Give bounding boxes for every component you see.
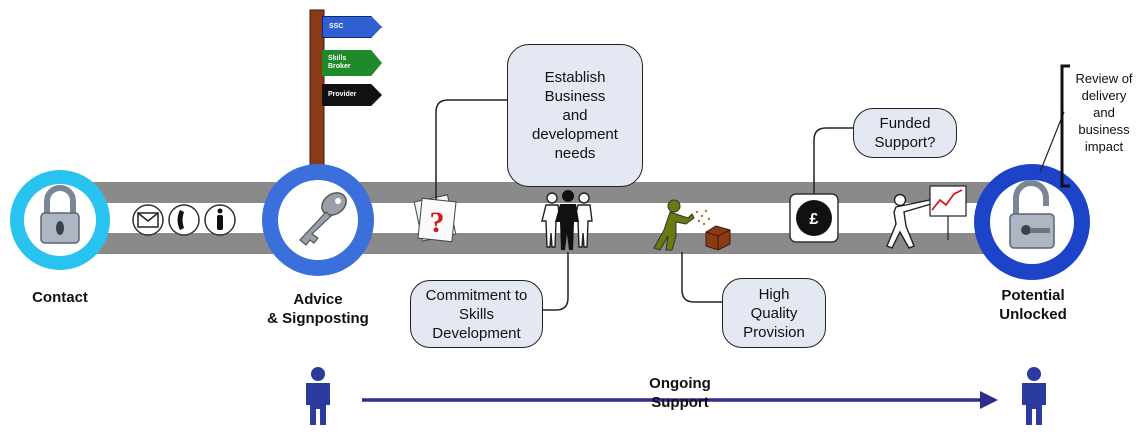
connector-high-quality [681, 252, 722, 303]
pound-icon: £ [789, 193, 839, 243]
potential-label: Potential Unlocked [999, 287, 1067, 323]
potential-node [974, 164, 1090, 280]
bubble-establish-needs: Establish Business and development needs [507, 44, 643, 187]
connector-establish [435, 99, 512, 200]
ongoing-arrow-head [980, 391, 998, 409]
bubble-commitment: Commitment to Skills Development [410, 280, 543, 348]
contact-node [10, 170, 110, 270]
question-papers-icon: ? [413, 194, 457, 243]
bubble-funded-support: Funded Support? [853, 108, 957, 158]
person-left-icon [306, 367, 330, 425]
padlock-icon [40, 185, 80, 244]
envelope-icon [132, 204, 164, 236]
review-bracket [1060, 64, 1070, 188]
unlocked-padlock-icon [1009, 180, 1055, 249]
phone-icon [168, 204, 200, 236]
person-right-icon [1022, 367, 1046, 425]
sign-skills-broker: Skills Broker [322, 50, 382, 76]
svg-text:?: ? [430, 206, 445, 239]
advice-label: Advice & Signposting [267, 291, 369, 327]
person-icon [204, 204, 236, 236]
review-text: Review of delivery and business impact [1075, 71, 1133, 154]
presenter-chart-icon [886, 185, 967, 249]
team-icon [541, 190, 593, 250]
connector-review [1039, 111, 1065, 173]
contact-label: Contact [32, 289, 88, 306]
connector-funded [813, 127, 855, 194]
advice-node [262, 164, 374, 276]
provision-worker-icon [653, 199, 731, 251]
bubble-high-quality: High Quality Provision [722, 278, 826, 348]
ongoing-support-label: Ongoing Support [649, 375, 711, 411]
connector-commitment [540, 252, 569, 311]
sign-ssc: SSC [322, 16, 382, 38]
sign-provider: Provider [322, 84, 382, 106]
key-icon [299, 192, 347, 246]
pound-symbol: £ [810, 211, 819, 228]
